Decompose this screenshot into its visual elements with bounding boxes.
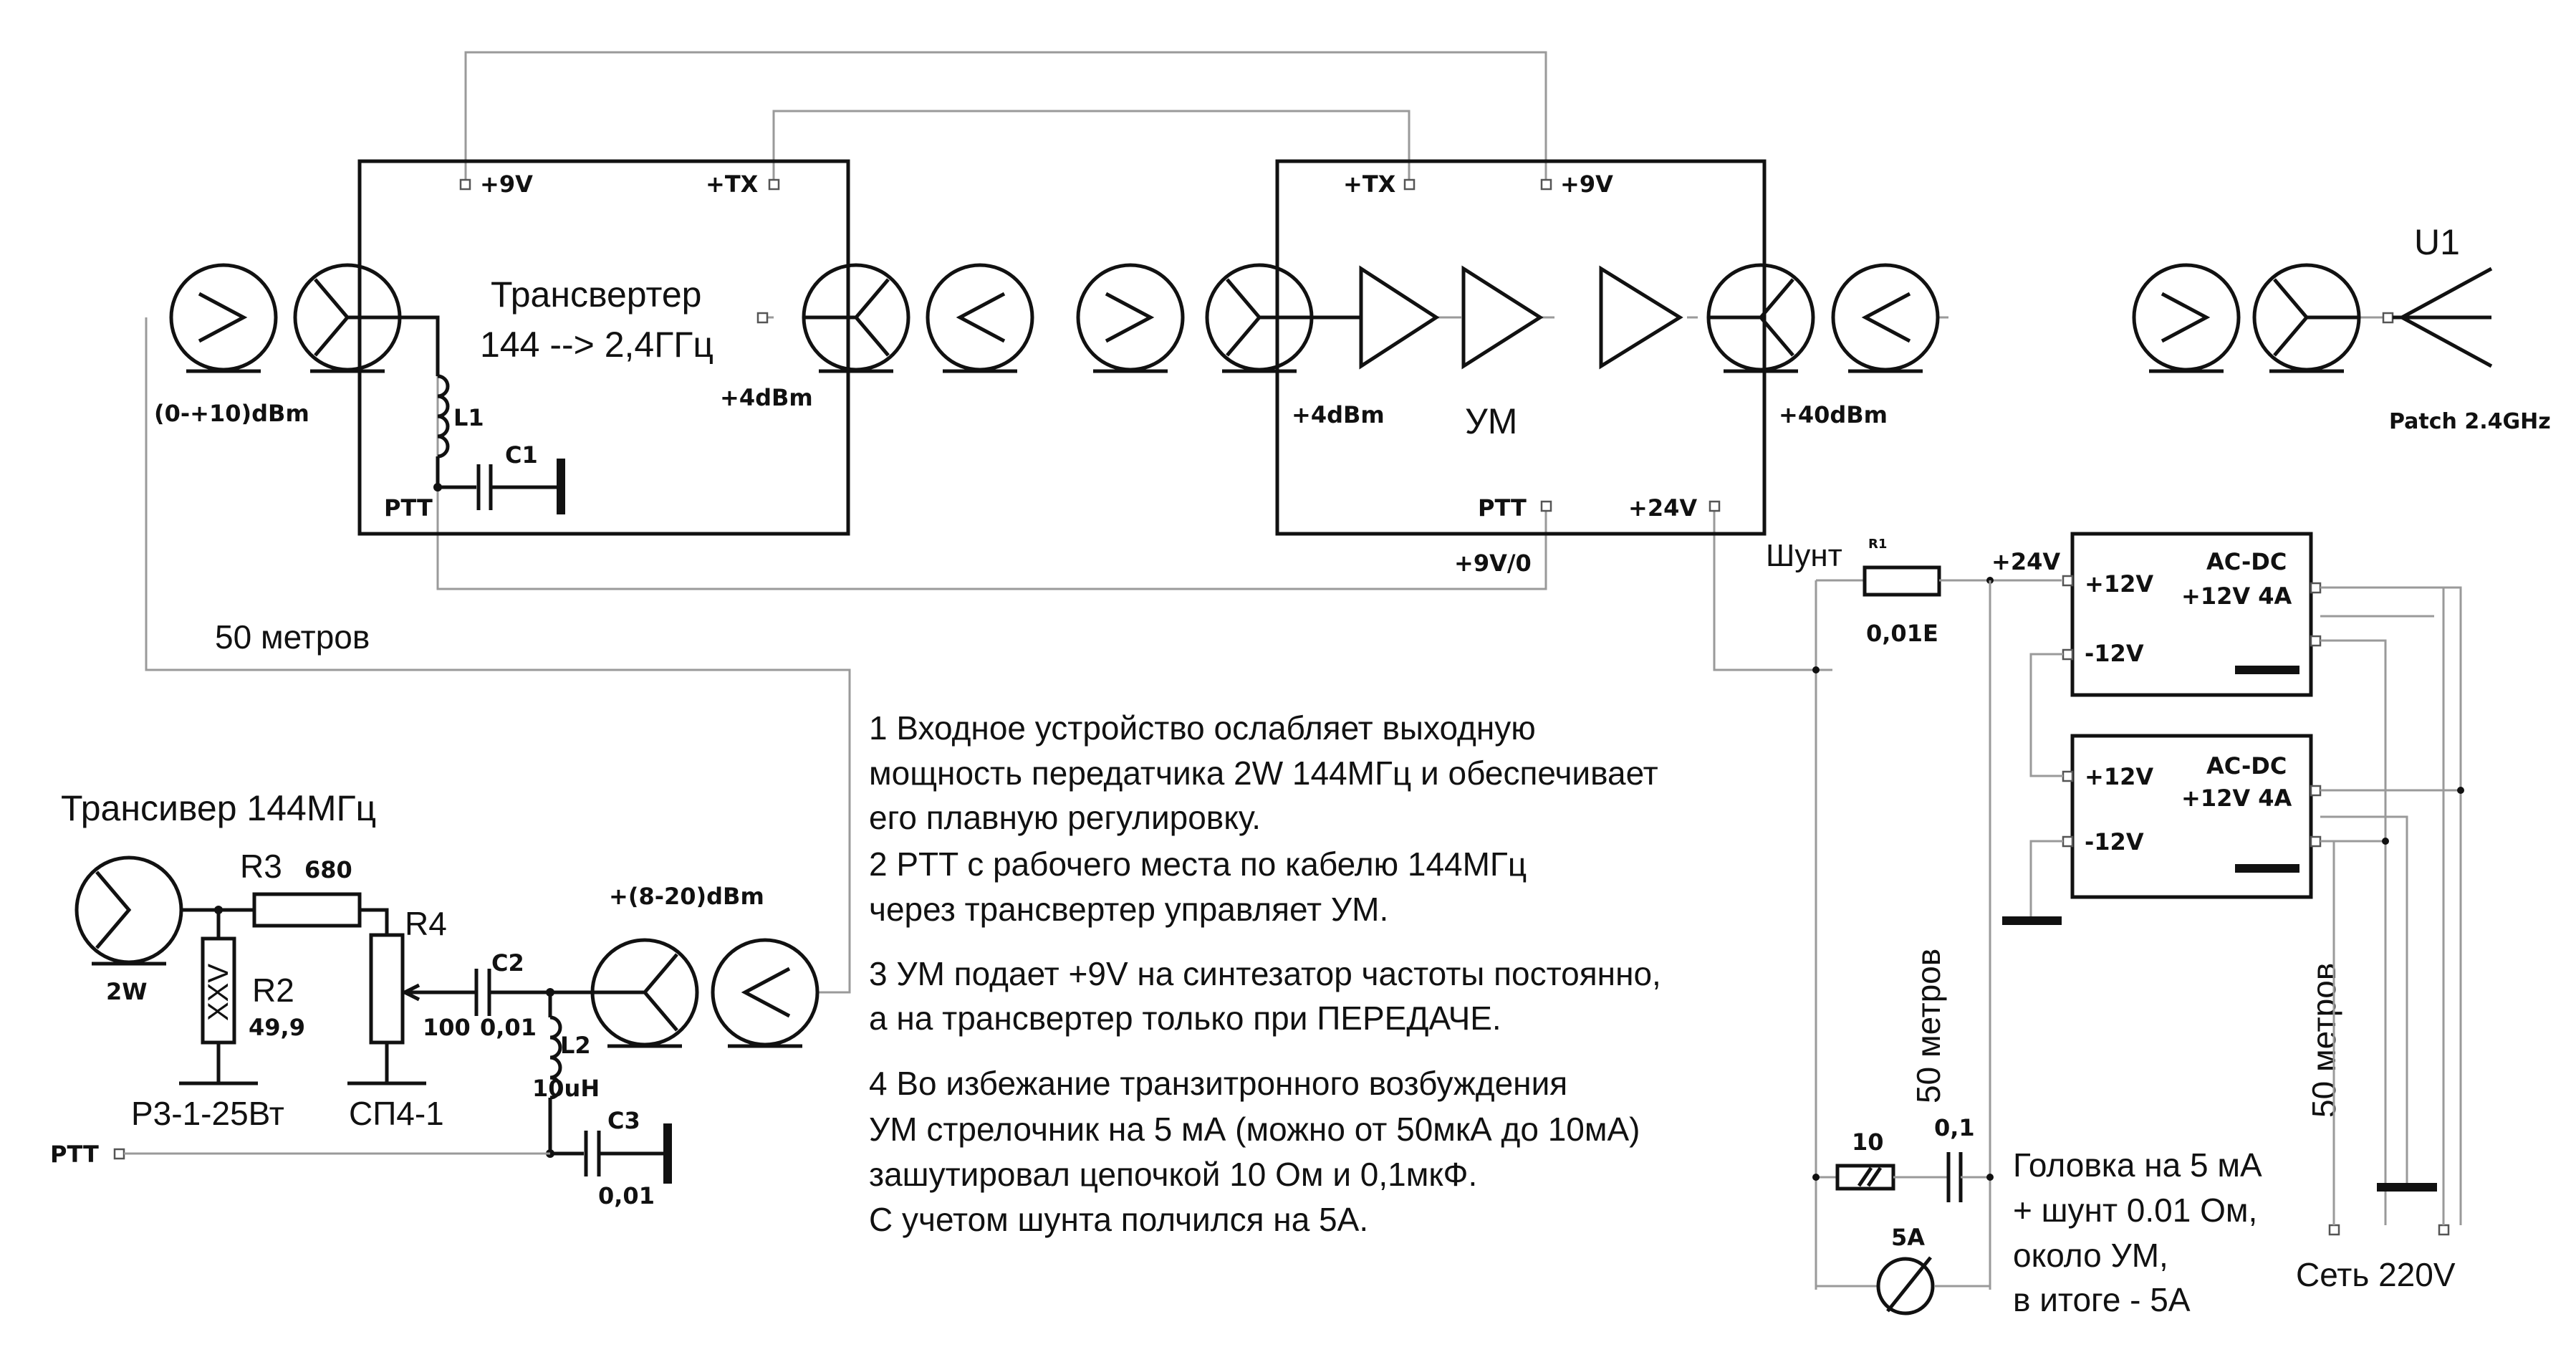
notes-block: 1 Входное устройство ослабляет выходную … (869, 709, 1661, 1238)
psu1-minus-label: -12V (2085, 640, 2144, 667)
r2-type: Р3-1-25Вт (131, 1095, 284, 1132)
psu2-rating: +12V 4A (2181, 785, 2292, 812)
r2-mark: XXV (203, 964, 234, 1021)
psu2-minus-label: -12V (2085, 828, 2144, 855)
connector-cable-c (1831, 263, 1940, 373)
note-line: 2 PTT с рабочего места по кабелю 144МГц (869, 845, 1527, 883)
c2-value-1: 100 (423, 1014, 471, 1041)
psu1-rating: +12V 4A (2181, 583, 2292, 610)
connector-cable-b (1076, 263, 1185, 373)
connector-ant-b (2252, 263, 2361, 373)
antenna-label: Patch 2.4GHz (2389, 409, 2551, 434)
transverter-input-level: (0-+10)dBm (154, 400, 309, 427)
l2-value: 10uH (532, 1075, 600, 1102)
power-section: Шунт R1 0,01E +24V +12V -12V AC-DC +12V … (1766, 532, 2464, 1315)
note-line: УМ стрелочник на 5 мА (можно от 50мкА до… (869, 1111, 1640, 1148)
note-line: 1 Входное устройство ослабляет выходную (869, 709, 1536, 747)
r4-label: R4 (405, 905, 447, 942)
connector-tv-out (802, 263, 910, 373)
cable-length-right: 50 метров (2305, 963, 2342, 1118)
transverter-output-level: +4dBm (720, 384, 813, 411)
plus-24v-label: +24V (1991, 548, 2060, 575)
r3-label: R3 (240, 848, 282, 885)
note-line: зашутировал цепочкой 10 Ом и 0,1мкФ. (869, 1156, 1477, 1193)
note-line: его плавную регулировку. (869, 799, 1261, 836)
pa-ptt-label: PTT (1478, 494, 1527, 522)
c2-label: C2 (491, 949, 524, 977)
meter-cap-value: 0,1 (1934, 1114, 1975, 1141)
r1-label: R1 (1868, 537, 1887, 552)
pa-9v-pin-label: +9V (1560, 171, 1613, 198)
connector-ant-a (2132, 263, 2241, 373)
connector-in-1 (169, 263, 278, 373)
meter-resistor-value: 10 (1852, 1128, 1884, 1156)
input-unit: Трансивер 144МГц 2W R3 680 XXV R2 49,9 Р… (50, 788, 820, 1209)
connector-pa-in (1205, 263, 1314, 373)
amp-stage-1 (1359, 265, 1440, 370)
c3-value: 0,01 (598, 1182, 655, 1209)
l2-label: L2 (560, 1032, 591, 1059)
note-line: а на трансвертер только при ПЕРЕДАЧЕ. (869, 1000, 1501, 1037)
meter-note-line: около УМ, (2013, 1237, 2168, 1274)
psu1-title: AC-DC (2206, 548, 2287, 575)
note-line: 4 Во избежание транзитронного возбуждени… (869, 1065, 1567, 1102)
amp-stage-3 (1599, 265, 1683, 370)
l2-coil (549, 1015, 562, 1100)
note-line: через трансвертер управляет УМ. (869, 891, 1388, 928)
pa-24v-label: +24V (1628, 494, 1697, 522)
r2-label: R2 (252, 972, 294, 1009)
note-line: мощность передатчика 2W 144МГц и обеспеч… (869, 754, 1658, 792)
transverter-title-line1: Трансвертер (491, 274, 701, 315)
meter-note: Головка на 5 мА + шунт 0.01 Ом, около УМ… (2013, 1146, 2262, 1318)
pa-title: УМ (1465, 401, 1517, 441)
note-line: 3 УМ подает +9V на синтезатор частоты по… (869, 955, 1661, 992)
r2-value: 49,9 (249, 1014, 305, 1041)
cable-length-upper: 50 метров (215, 618, 370, 656)
transverter-block: +9V +TX Трансвертер 144 --> 2,4ГГц (0-+1… (154, 159, 850, 536)
transverter-ptt-label: PTT (384, 494, 433, 522)
connector-in-2 (293, 263, 402, 373)
note-line: С учетом шунта полчился на 5А. (869, 1201, 1368, 1238)
psu2-plus-label: +12V (2085, 763, 2153, 790)
connector-cable-a (926, 263, 1034, 373)
transverter-tx-pin-label: +TX (706, 171, 759, 198)
patch-antenna: U1 Patch 2.4GHz (2382, 222, 2551, 434)
c2-value-2: 0,01 (480, 1014, 537, 1041)
pa-input-level: +4dBm (1292, 401, 1385, 428)
cable-length-middle: 50 метров (1910, 949, 1947, 1103)
l1-lead (401, 315, 440, 376)
transverter-9v-pin-label: +9V (480, 171, 533, 198)
pa-tx-pin-label: +TX (1343, 171, 1396, 198)
psu1-plus-label: +12V (2085, 570, 2153, 598)
l1-coil (437, 374, 450, 459)
transverter-title-line2: 144 --> 2,4ГГц (480, 325, 713, 365)
connector-pa-out (1706, 263, 1815, 373)
shunt-label: Шунт (1766, 538, 1842, 573)
c3-label: C3 (607, 1107, 640, 1134)
meter-note-line: в итоге - 5А (2013, 1281, 2191, 1318)
input-output-level: +(8-20)dBm (609, 883, 764, 910)
pa-9v0-label: +9V/0 (1454, 550, 1532, 577)
r1-value: 0,01E (1866, 620, 1938, 647)
mains-label: Сеть 220V (2296, 1256, 2456, 1293)
pa-output-level: +40dBm (1779, 401, 1888, 428)
antenna-ref: U1 (2414, 222, 2460, 262)
c1-label: C1 (505, 441, 538, 469)
meter-note-line: + шунт 0.01 Ом, (2013, 1192, 2257, 1229)
l1-label: L1 (453, 404, 484, 431)
meter-note-line: Головка на 5 мА (2013, 1146, 2262, 1184)
connector-row (169, 263, 2361, 373)
ammeter-icon (1876, 1257, 1935, 1315)
psu2-title: AC-DC (2206, 752, 2287, 780)
input-power: 2W (106, 978, 148, 1005)
amp-stage-2 (1461, 265, 1544, 370)
r3-value: 680 (304, 856, 352, 883)
ammeter-scale: 5A (1891, 1224, 1925, 1251)
input-title: Трансивер 144МГц (61, 788, 376, 828)
amplifier-block: +TX +9V УМ +4dBm +40dBm PTT +24V +9V/0 (1275, 159, 1888, 577)
r4-type: СП4-1 (349, 1095, 444, 1132)
input-ptt-label: PTT (50, 1141, 99, 1168)
